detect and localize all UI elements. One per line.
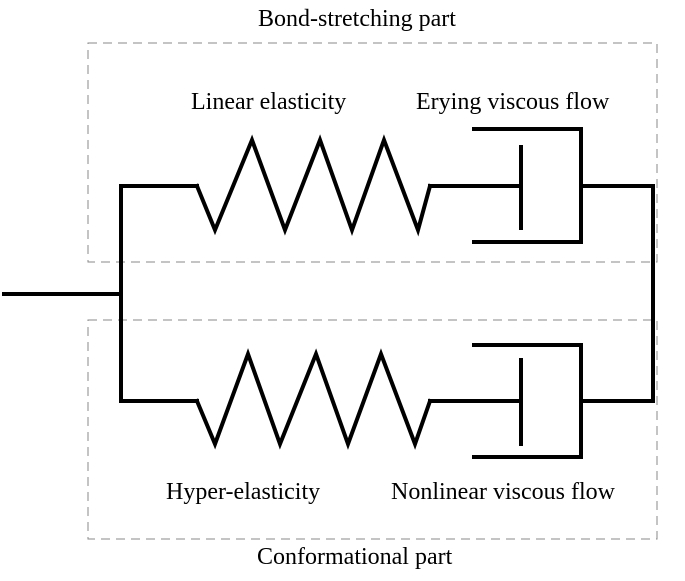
bond-stretching-region (87, 42, 658, 263)
linear-elasticity-label: Linear elasticity (191, 89, 347, 115)
hyper-elasticity-spring (194, 348, 433, 450)
bond-stretching-title: Bond-stretching part (258, 6, 456, 32)
linear-elasticity-spring (194, 134, 433, 237)
conformational-region (87, 319, 658, 540)
erying-viscous-flow-label: Erying viscous flow (416, 89, 610, 115)
hyper-elasticity-label: Hyper-elasticity (166, 479, 321, 505)
conformational-title: Conformational part (257, 544, 453, 570)
nonlinear-viscous-flow-label: Nonlinear viscous flow (391, 479, 615, 505)
